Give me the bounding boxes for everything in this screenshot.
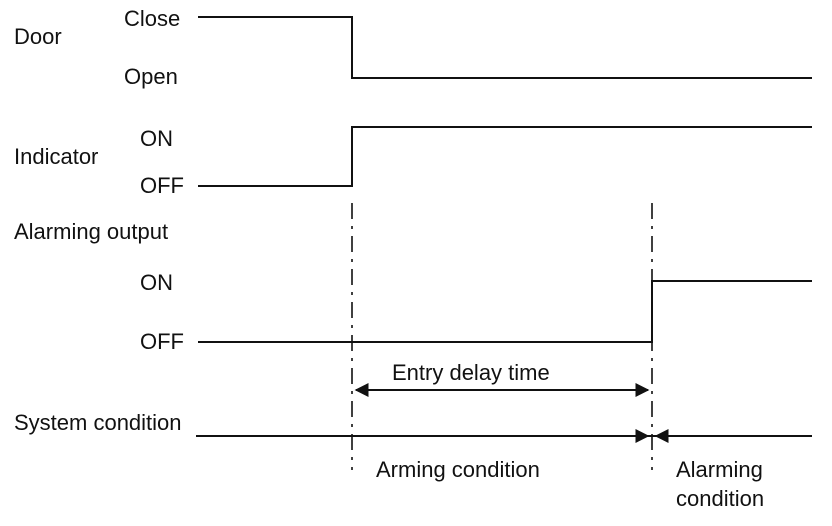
alarm-signal-label: Alarming output	[14, 219, 168, 244]
entry-delay-label: Entry delay time	[392, 360, 550, 385]
door-close-label: Close	[124, 6, 180, 31]
door-waveform	[198, 16, 812, 79]
indicator-signal-label: Indicator	[14, 144, 98, 169]
alarming-condition-label-line2: condition	[676, 486, 764, 511]
door-open-label: Open	[124, 64, 178, 89]
alarming-condition-label-line1: Alarming	[676, 457, 763, 482]
system-condition-label: System condition	[14, 410, 182, 435]
alarm-on-label: ON	[140, 270, 173, 295]
indicator-waveform	[198, 126, 812, 187]
indicator-off-label: OFF	[140, 173, 184, 198]
alarm-off-label: OFF	[140, 329, 184, 354]
alarm-waveform	[198, 280, 812, 343]
arming-condition-label: Arming condition	[376, 457, 540, 482]
indicator-on-label: ON	[140, 126, 173, 151]
door-signal-label: Door	[14, 24, 62, 49]
